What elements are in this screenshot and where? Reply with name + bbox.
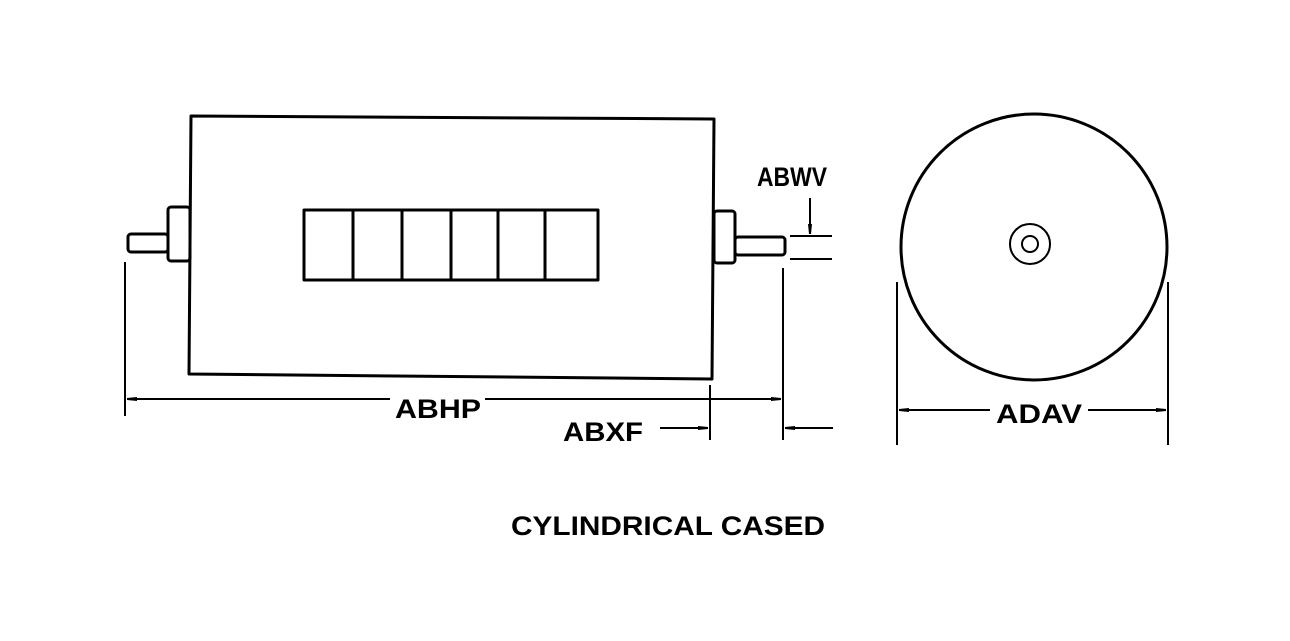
case-end-view — [899, 112, 1169, 382]
dim-label-abxf: ABXF — [563, 417, 643, 447]
dim-label-adav: ADAV — [996, 399, 1082, 429]
dim-label-abwv: ABWV — [757, 162, 827, 192]
diagram-title: CYLINDRICAL CASED — [511, 511, 825, 541]
case-body-side — [187, 114, 716, 381]
label-band — [302, 208, 600, 282]
right-terminal — [733, 235, 787, 257]
right-end-cap — [712, 209, 737, 265]
left-terminal — [126, 232, 170, 254]
dimension-lines — [124, 198, 1169, 445]
terminal-end-outer — [1009, 223, 1051, 265]
terminal-end-inner — [1021, 235, 1039, 253]
dim-label-abhp: ABHP — [395, 394, 481, 424]
left-end-cap — [166, 205, 192, 263]
